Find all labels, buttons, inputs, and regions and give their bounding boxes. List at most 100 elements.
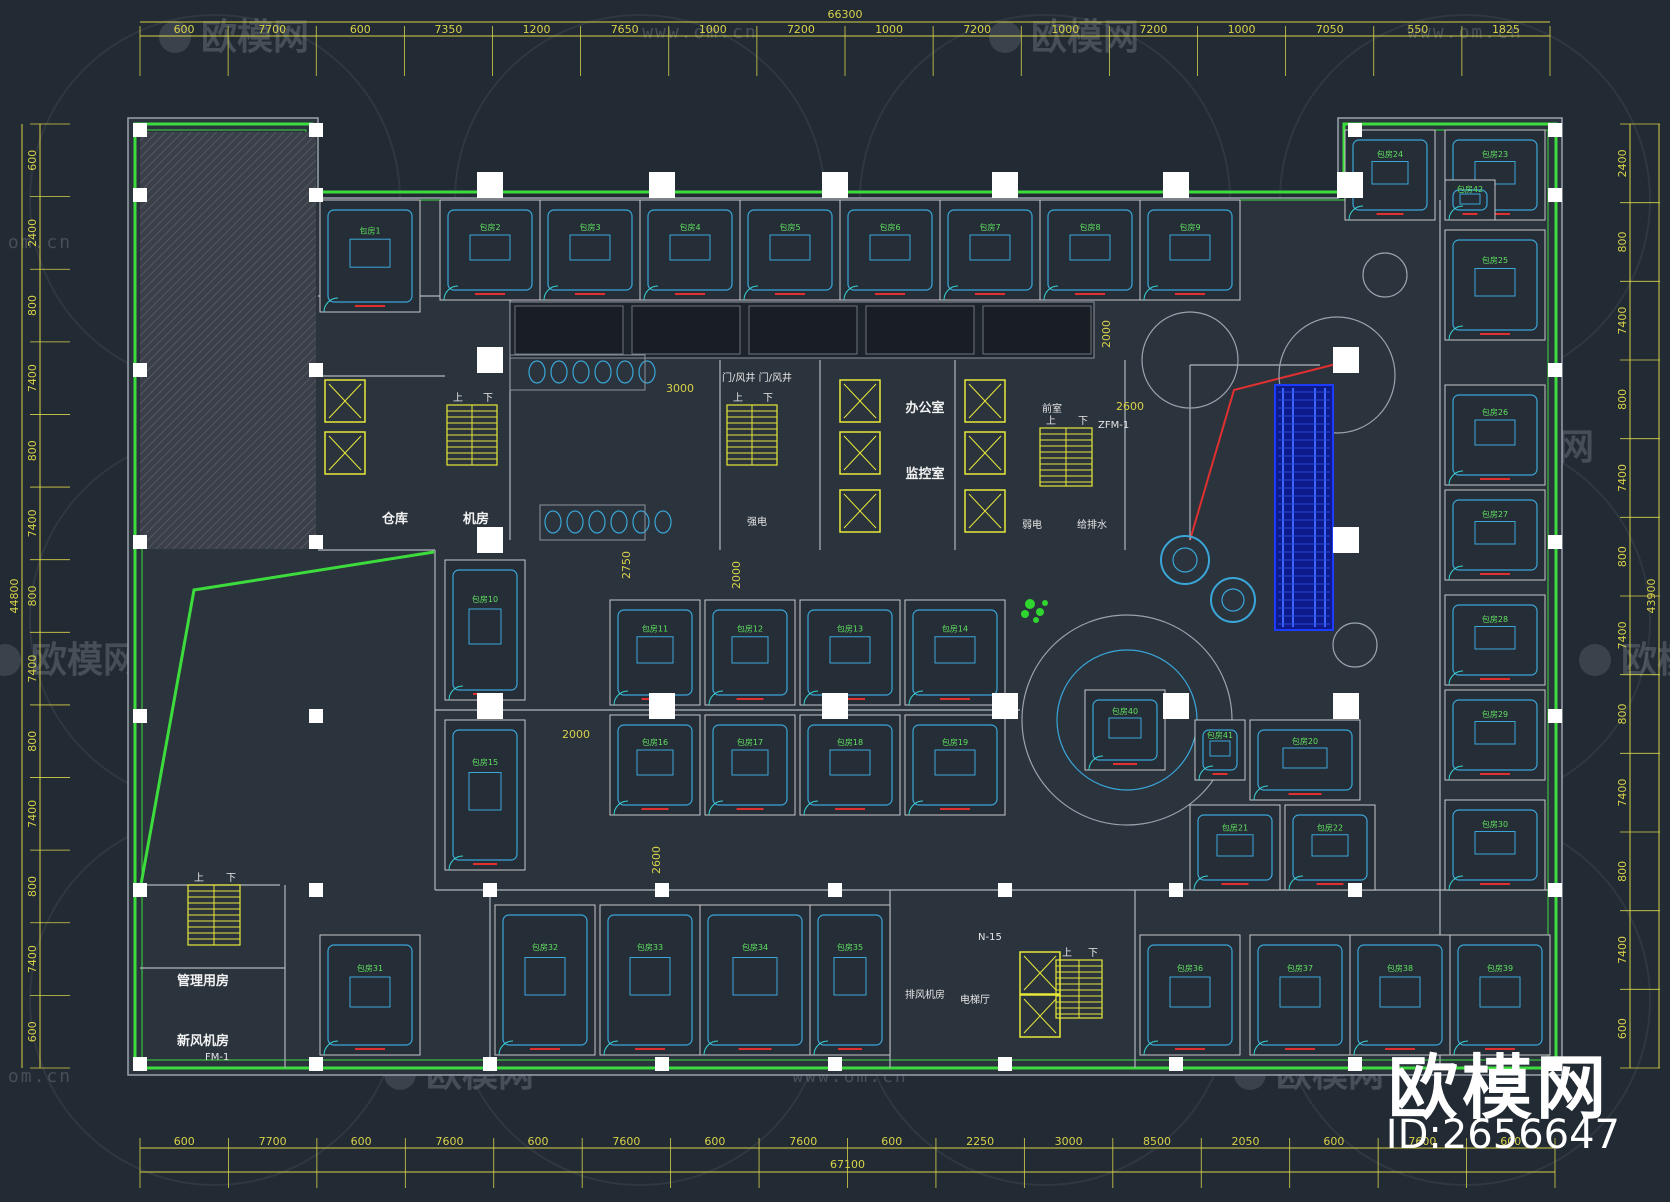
door-swing	[323, 297, 339, 313]
hatched-void	[140, 132, 316, 549]
private-room: 包房29	[1444, 689, 1546, 781]
elevator-car	[1019, 951, 1061, 995]
structural-column	[822, 172, 848, 198]
door-swing	[1193, 875, 1209, 891]
label-weak-power: 弱电	[1022, 518, 1042, 531]
sofa-outline	[947, 209, 1033, 291]
dimension-value: 7200	[963, 23, 991, 36]
elevator-cross	[843, 435, 877, 471]
private-room-label: 包房11	[642, 624, 668, 634]
dimension-value: 7600	[789, 1135, 817, 1148]
structural-column	[1169, 883, 1183, 897]
sofa-outline	[327, 209, 413, 303]
structural-column	[483, 883, 497, 897]
sofa-outline	[817, 914, 883, 1046]
room-wall	[1349, 934, 1451, 1056]
tag-zfm-1: ZFM-1	[1098, 420, 1129, 431]
dimension-value: 1000	[1228, 23, 1256, 36]
sofa-outline	[1257, 944, 1343, 1046]
private-room: 包房30	[1444, 799, 1546, 891]
private-room-label: 包房36	[1177, 963, 1203, 973]
table	[769, 234, 811, 261]
door-swing	[1143, 285, 1159, 301]
door-swing	[1143, 1040, 1159, 1056]
dimension-value: 800	[1616, 232, 1629, 253]
stair-down-label: 下	[1088, 948, 1098, 959]
structural-column	[1348, 123, 1362, 137]
dimension-value: 7200	[1139, 23, 1167, 36]
structural-column	[1337, 172, 1363, 198]
dimension-value: 1825	[1492, 23, 1520, 36]
structural-column	[1333, 693, 1359, 719]
stair-down-label: 下	[763, 393, 773, 404]
table	[934, 749, 976, 776]
table	[1474, 419, 1516, 446]
room-wall	[1444, 799, 1546, 891]
private-room-label: 包房38	[1387, 963, 1413, 973]
dimension-value: 600	[350, 23, 371, 36]
table	[468, 772, 502, 811]
sofa-outline	[707, 914, 803, 1046]
private-room: 包房27	[1444, 489, 1546, 581]
watermark-url: om.cn	[8, 1066, 72, 1087]
room-wall	[639, 199, 741, 301]
private-room: 包房31	[319, 934, 421, 1056]
table	[829, 749, 871, 776]
room-wall	[1139, 934, 1241, 1056]
door-swing	[613, 690, 629, 706]
private-room: 包房28	[1444, 594, 1546, 686]
private-room-label: 包房28	[1482, 614, 1508, 624]
sofa-outline	[847, 209, 933, 291]
sofa-outline	[607, 914, 693, 1046]
private-room: 包房41	[1194, 719, 1246, 781]
room-wall	[1084, 689, 1166, 771]
room-wall	[799, 599, 901, 706]
dimension-value: 600	[26, 150, 39, 171]
dimension-value: 7400	[26, 800, 39, 828]
table	[1474, 268, 1516, 297]
dimension-value: 7200	[787, 23, 815, 36]
label-water-supply: 给排水	[1077, 518, 1107, 531]
private-room: 包房10	[444, 559, 526, 701]
structural-column	[655, 1057, 669, 1071]
structural-column	[133, 1057, 147, 1071]
dimension-value: 7700	[259, 1135, 287, 1148]
dimension-value: 800	[1616, 704, 1629, 725]
elevator-car	[964, 379, 1006, 423]
inner-dimension: 2000	[1100, 320, 1113, 348]
private-room-label: 包房4	[679, 222, 700, 232]
room-wall	[1444, 384, 1546, 486]
private-room-label: 包房30	[1482, 819, 1508, 829]
dimension-value: 800	[1616, 861, 1629, 882]
table	[524, 957, 566, 996]
dimension-value: 600	[704, 1135, 725, 1148]
corridor-band	[509, 301, 1095, 359]
room-wall	[809, 904, 891, 1056]
structural-column	[133, 883, 147, 897]
toilet-fixture	[544, 510, 562, 534]
private-room: 包房7	[939, 199, 1041, 301]
door-swing	[1353, 1040, 1369, 1056]
room-wall	[1139, 199, 1241, 301]
room-wall	[904, 599, 1006, 706]
room-wall	[444, 719, 526, 871]
structural-column	[1548, 123, 1562, 137]
structural-column	[309, 883, 323, 897]
toilet-fixture	[616, 360, 634, 384]
structural-column	[133, 709, 147, 723]
label-fresh-air-room: 新风机房	[177, 1033, 229, 1049]
door-swing	[613, 800, 629, 816]
room-wall	[609, 714, 701, 816]
door-swing	[443, 285, 459, 301]
door-swing	[908, 690, 924, 706]
toilet-fixture	[638, 360, 656, 384]
label-elevator-hall: 电梯厅	[960, 993, 990, 1006]
elevator-cross	[843, 493, 877, 529]
stair-up-label: 上	[194, 872, 204, 884]
dimension-value: 800	[1616, 546, 1629, 567]
door-swing	[1453, 1040, 1469, 1056]
structural-column	[655, 883, 669, 897]
elevators-layer	[324, 379, 1061, 1038]
structural-column	[828, 1057, 842, 1071]
